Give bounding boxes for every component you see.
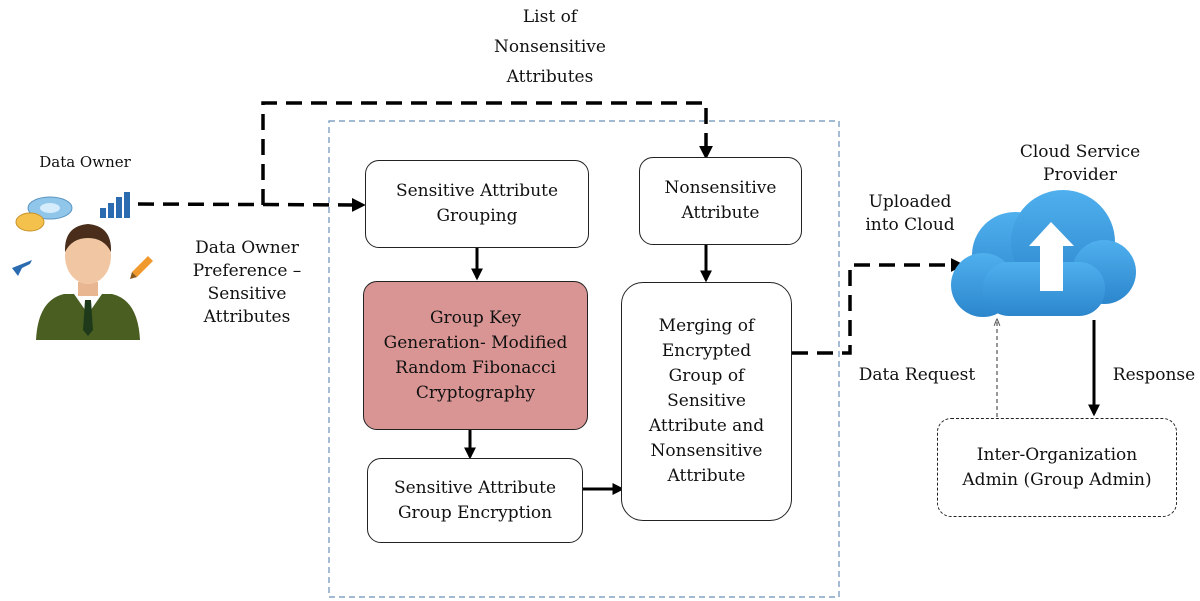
processing-region	[328, 120, 840, 598]
merging-box: Merging of Encrypted Group of Sensitive …	[621, 282, 792, 521]
arrow-owner-to-grouping	[137, 197, 366, 212]
owner-preference-label: Data Owner Preference – Sensitive Attrib…	[192, 238, 302, 327]
inter-organization-admin-box: Inter-Organization Admin (Group Admin)	[937, 418, 1177, 517]
data-request-label: Data Request	[858, 365, 976, 385]
group-key-generation-box: Group Key Generation- Modified Random Fi…	[363, 281, 588, 430]
list-nonsensitive-label: List of Nonsensitive Attributes	[494, 7, 606, 87]
nonsensitive-attribute-box: Nonsensitive Attribute	[639, 157, 802, 245]
data-owner-label: Data Owner	[39, 153, 131, 171]
bar-chart-icon	[100, 192, 130, 218]
uploaded-label: Uploaded into Cloud	[865, 192, 955, 235]
person-icon	[36, 224, 140, 340]
sensitive-attribute-grouping-box: Sensitive Attribute Grouping	[365, 160, 589, 248]
upload-arrow-icon	[1029, 222, 1074, 291]
chat-bubble-icon	[15, 196, 73, 232]
arrow-upload-to-cloud	[792, 258, 965, 355]
cloud-icon	[951, 190, 1136, 317]
airplane-icon	[12, 260, 32, 276]
sensitive-attribute-group-encryption-box: Sensitive Attribute Group Encryption	[367, 458, 583, 543]
cloud-provider-label: Cloud Service Provider	[1019, 142, 1141, 185]
arrow-list-nonsensitive	[261, 101, 713, 205]
data-owner-avatar	[12, 192, 153, 340]
response-label: Response	[1112, 365, 1196, 385]
pencil-icon	[130, 256, 153, 279]
